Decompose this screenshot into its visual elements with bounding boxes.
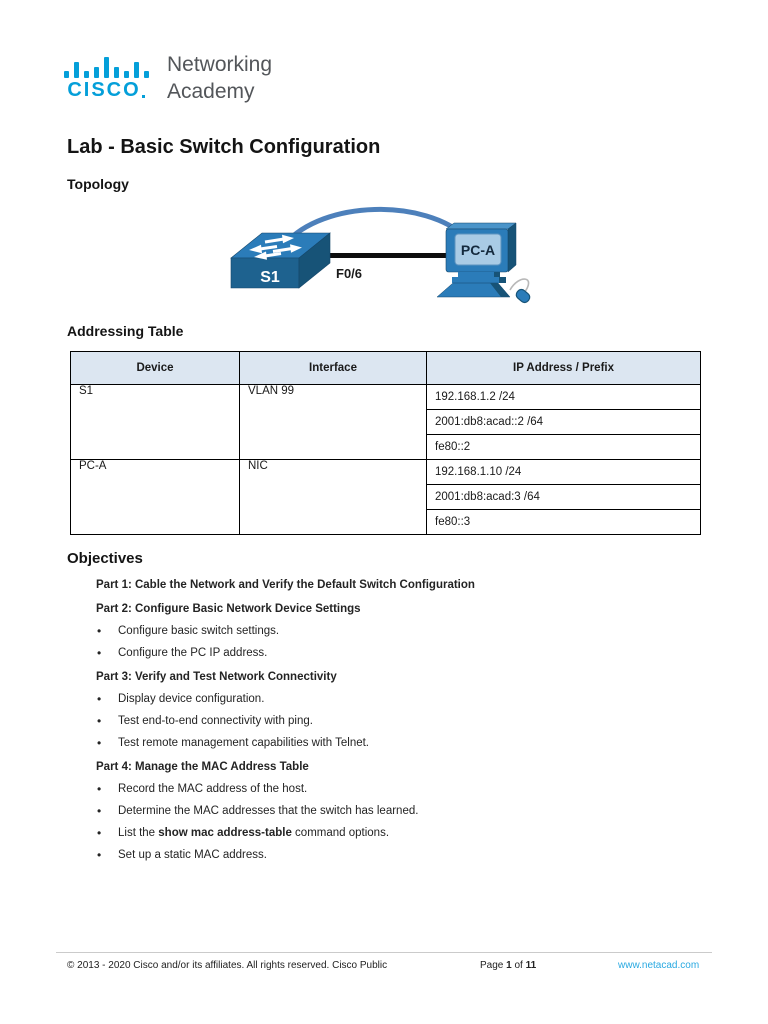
switch-arrows-icon (249, 234, 302, 260)
list-item: Record the MAC address of the host. (97, 782, 677, 797)
bullet-text-post: command options. (291, 827, 390, 839)
switch-icon: S1 (230, 232, 331, 289)
list-item: Set up a static MAC address. (97, 848, 677, 863)
part-4-bullets: Record the MAC address of the host. Dete… (97, 782, 677, 863)
of-word: of (511, 960, 526, 971)
objectives-heading: Objectives (67, 550, 143, 567)
command-text: show mac address-table (158, 827, 292, 839)
addressing-table: Device Interface IP Address / Prefix S1 … (70, 351, 701, 535)
page-title: Lab - Basic Switch Configuration (67, 136, 381, 158)
academy-line1: Networking (167, 53, 273, 76)
topology-heading: Topology (67, 176, 129, 192)
mouse-icon (515, 288, 531, 304)
page-number: Page 1 of 11 (480, 960, 536, 971)
cell-ip: fe80::3 (426, 509, 701, 535)
trademark-dot (141, 95, 145, 98)
page-word: Page (480, 960, 507, 971)
copyright-text: © 2013 - 2020 Cisco and/or its affiliate… (67, 960, 388, 971)
part-3-heading: Part 3: Verify and Test Network Connecti… (96, 671, 337, 683)
header-interface: Interface (239, 351, 427, 385)
list-item: Determine the MAC addresses that the swi… (97, 804, 677, 819)
addressing-table-heading: Addressing Table (67, 323, 184, 339)
list-item: Configure basic switch settings. (97, 624, 677, 639)
cell-ip: fe80::2 (426, 434, 701, 460)
cell-device: S1 (70, 384, 240, 460)
switch-label: S1 (260, 269, 280, 286)
cell-ip: 192.168.1.10 /24 (426, 459, 701, 485)
topology-diagram: S1 F0/6 PC-A (230, 206, 531, 304)
header-ip-prefix: IP Address / Prefix (426, 351, 701, 385)
part-4-heading: Part 4: Manage the MAC Address Table (96, 761, 309, 773)
cell-ip: 2001:db8:acad::2 /64 (426, 409, 701, 435)
list-item: List the show mac address-table command … (97, 826, 677, 841)
header-device: Device (70, 351, 240, 385)
part-2-heading: Part 2: Configure Basic Network Device S… (96, 603, 361, 615)
current-page: 1 (506, 960, 512, 971)
console-cable (282, 206, 470, 247)
pc-label: PC-A (461, 242, 495, 258)
cell-ip: 192.168.1.2 /24 (426, 384, 701, 410)
list-item: Test end-to-end connectivity with ping. (97, 714, 677, 729)
total-pages: 11 (525, 960, 537, 971)
list-item: Display device configuration. (97, 692, 677, 707)
list-item: Configure the PC IP address. (97, 646, 677, 661)
cell-interface: NIC (239, 459, 427, 535)
table-row: PC-A NIC 192.168.1.10 /24 (70, 459, 701, 535)
bullet-text-pre: List the (118, 827, 159, 839)
interface-label: F0/6 (336, 266, 362, 281)
academy-line2: Academy (167, 80, 255, 103)
part-3-bullets: Display device configuration. Test end-t… (97, 692, 677, 751)
cisco-bridge-bars-icon (58, 54, 154, 78)
cell-device: PC-A (70, 459, 240, 535)
part-1-heading: Part 1: Cable the Network and Verify the… (96, 579, 475, 591)
cisco-networking-academy-logo: CISCO Networking Academy (58, 51, 272, 105)
list-item: Test remote management capabilities with… (97, 736, 677, 751)
cisco-wordmark: CISCO (67, 79, 141, 101)
netacad-link[interactable]: www.netacad.com (618, 960, 700, 971)
objectives-section: Part 1: Cable the Network and Verify the… (67, 573, 677, 870)
table-row: S1 VLAN 99 192.168.1.2 /24 (70, 384, 701, 460)
part-2-bullets: Configure basic switch settings. Configu… (97, 624, 677, 661)
cell-ip: 2001:db8:acad:3 /64 (426, 484, 701, 510)
cell-interface: VLAN 99 (239, 384, 427, 460)
cisco-logo-mark: CISCO (58, 54, 154, 101)
pc-icon: PC-A (436, 222, 531, 304)
table-header-row: Device Interface IP Address / Prefix (70, 351, 701, 385)
academy-text: Networking Academy (167, 51, 272, 105)
table-row: fe80::2 (71, 434, 701, 460)
table-row: fe80::3 (71, 509, 701, 535)
mouse-cable (509, 278, 530, 294)
table-row: 2001:db8:acad::2 /64 (71, 409, 701, 435)
footer-divider (56, 952, 712, 953)
